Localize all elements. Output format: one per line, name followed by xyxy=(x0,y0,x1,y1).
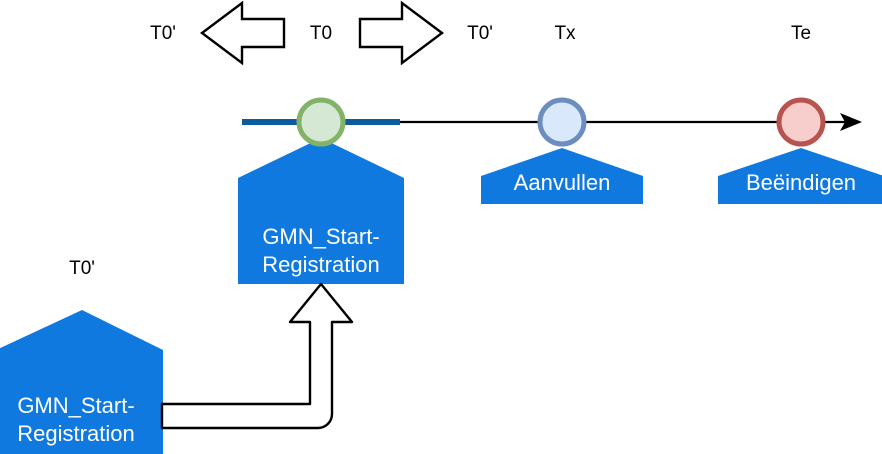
banner-beeindigen-shape[interactable] xyxy=(718,148,882,204)
banner-aanvullen-shape[interactable] xyxy=(481,148,643,204)
label-te: Te xyxy=(791,23,811,44)
label-t0-prime-bottom: T0' xyxy=(69,258,95,279)
node-supplement-circle[interactable] xyxy=(537,97,587,147)
label-t0-prime-left: T0' xyxy=(150,23,176,44)
banner-beeindigen-label: Beëindigen xyxy=(746,170,856,195)
banner-gmn-start-registration-bottom-line2: Registration xyxy=(17,421,134,446)
shift-arrow-right-group xyxy=(358,0,444,66)
label-t0: T0 xyxy=(310,23,332,44)
label-tx: Tx xyxy=(554,23,576,44)
timeline-arrowhead-icon xyxy=(840,113,862,131)
banner-gmn-start-registration-bottom-line1: GMN_Start- xyxy=(17,393,134,418)
banner-aanvullen-label: Aanvullen xyxy=(514,170,611,195)
banner-gmn-start-registration-top-line2: Registration xyxy=(262,252,379,277)
banner-gmn-start-registration-top-shape[interactable] xyxy=(238,138,404,284)
banner-gmn-start-registration-bottom-shape[interactable] xyxy=(0,310,163,454)
connector-replay-arrow-icon xyxy=(160,282,354,430)
shift-arrow-right-icon xyxy=(358,0,444,66)
node-start-circle[interactable] xyxy=(296,97,346,147)
label-t0-prime-right: T0' xyxy=(467,23,493,44)
shift-arrow-left-icon xyxy=(200,0,286,66)
banner-gmn-start-registration-top-line1: GMN_Start- xyxy=(262,224,379,249)
node-end-circle[interactable] xyxy=(776,97,826,147)
shift-arrow-left-group xyxy=(200,0,286,66)
